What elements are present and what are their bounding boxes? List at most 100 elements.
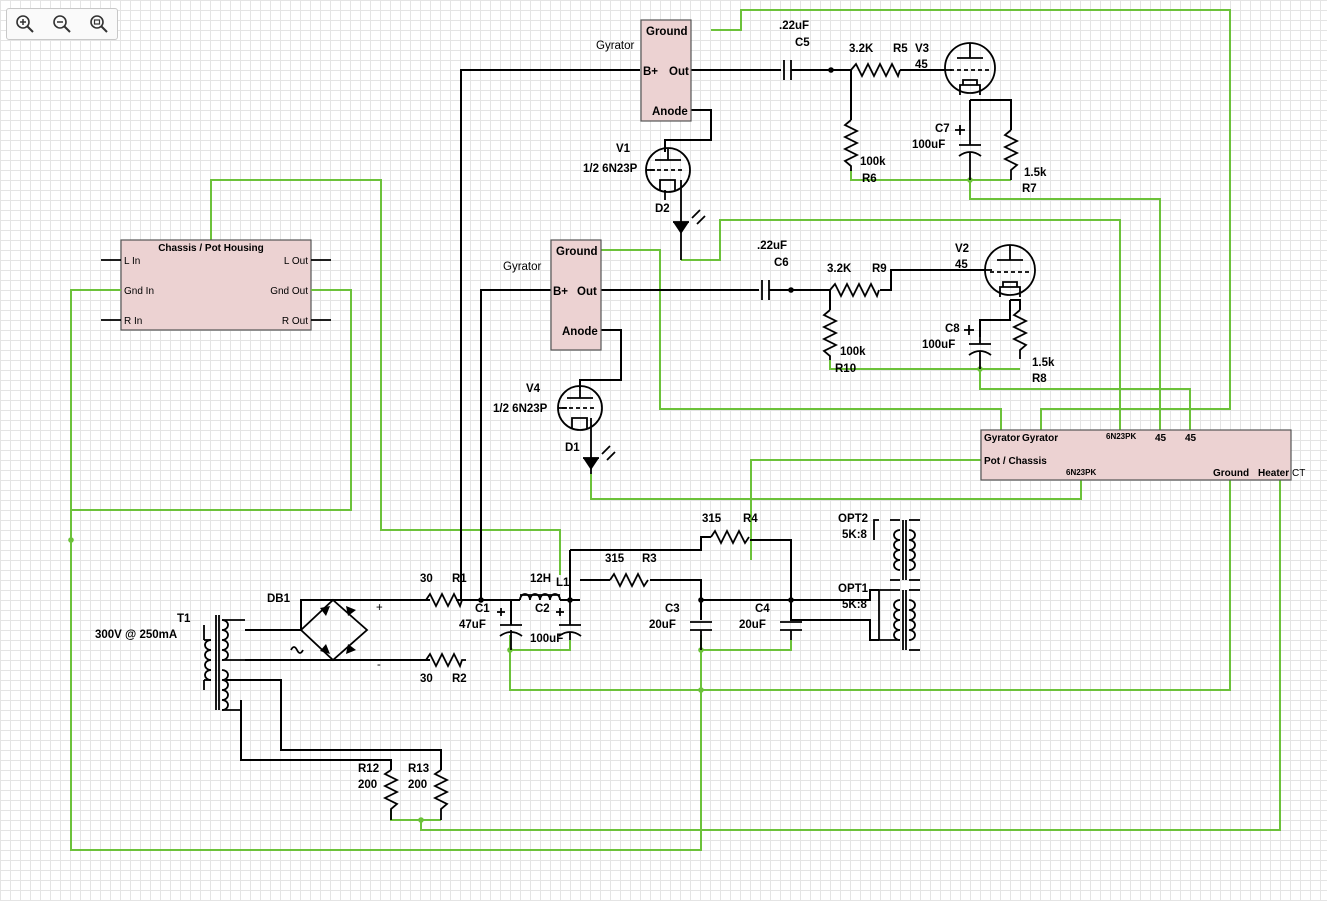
- capacitor-c8: [964, 325, 992, 369]
- zoom-out-button[interactable]: [48, 11, 76, 37]
- label-r9: R9: [872, 263, 887, 275]
- label-opt1: OPT1: [838, 583, 869, 595]
- label-r1: R1: [452, 573, 467, 585]
- connector-gyrator-2: Gyrator: [1022, 433, 1058, 444]
- label-opt2: OPT2: [838, 513, 868, 525]
- label-c5-val: .22uF: [779, 20, 809, 32]
- label-r9-val: 3.2K: [827, 263, 852, 275]
- gyrator2-name: Gyrator: [503, 261, 542, 273]
- label-c7-val: 100uF: [912, 139, 945, 151]
- label-v1: V1: [616, 143, 631, 155]
- resistor-r4: [710, 528, 750, 546]
- connector-pot-chassis: Pot / Chassis: [984, 456, 1047, 467]
- label-v3-type: 45: [915, 59, 928, 71]
- chassis-l-in: L In: [124, 256, 140, 267]
- zoom-fit-icon: [89, 15, 108, 33]
- capacitor-c2: [556, 600, 582, 640]
- chassis-pot-housing-module[interactable]: Chassis / Pot Housing L In Gnd In R In L…: [101, 239, 331, 331]
- zoom-in-button[interactable]: [11, 11, 39, 37]
- label-r4: R4: [743, 513, 758, 525]
- gyrator-module-2[interactable]: Ground B+ Out Anode Gyrator: [503, 239, 602, 351]
- label-v3: V3: [915, 43, 929, 55]
- label-r4-val: 315: [702, 513, 722, 525]
- label-r7: R7: [1022, 183, 1037, 195]
- resistor-r10: [821, 309, 839, 360]
- chassis-gnd-out: Gnd Out: [270, 286, 308, 297]
- label-c1: C1: [475, 603, 490, 615]
- capacitor-c4: [780, 621, 802, 640]
- capacitor-c6: [761, 280, 770, 300]
- ground-wires: [70, 9, 1281, 851]
- label-r1-val: 30: [420, 573, 433, 585]
- label-v1-type: 1/2 6N23P: [583, 163, 638, 175]
- capacitor-c1: [497, 608, 523, 650]
- label-r7-val: 1.5k: [1024, 167, 1047, 179]
- label-c6: C6: [774, 257, 789, 269]
- label-r3: R3: [642, 553, 657, 565]
- connector-ground: Ground: [1213, 468, 1249, 479]
- resistor-r5: [850, 61, 901, 79]
- resistor-r7: [1002, 129, 1020, 180]
- resistor-r1: [425, 591, 463, 609]
- label-opt1-val: 5K:8: [842, 599, 868, 611]
- component-labels: .22uF C5 3.2K R5 V3 45 C7 100uF 100k R6 …: [95, 20, 1055, 791]
- gyrator2-out: Out: [577, 286, 597, 298]
- label-r6: R6: [862, 173, 877, 185]
- capacitor-c7: [955, 120, 982, 180]
- label-v2: V2: [955, 243, 969, 255]
- label-c2: C2: [535, 603, 550, 615]
- zoom-toolbar: [6, 8, 118, 40]
- label-db1: DB1: [267, 593, 291, 605]
- resistor-r12: [382, 769, 400, 820]
- label-c4-val: 20uF: [739, 619, 766, 631]
- connector-heater: Heater: [1258, 468, 1289, 479]
- chassis-title: Chassis / Pot Housing: [158, 243, 264, 254]
- label-c2-val: 100uF: [530, 633, 563, 645]
- label-v4: V4: [526, 383, 541, 395]
- label-c4: C4: [755, 603, 770, 615]
- gyrator-module-1[interactable]: Ground B+ Out Anode Gyrator: [596, 19, 692, 122]
- resistor-r9: [829, 281, 880, 299]
- label-db1-minus: -: [377, 659, 381, 671]
- label-r8: R8: [1032, 373, 1047, 385]
- label-t1-val: 300V @ 250mA: [95, 629, 177, 641]
- label-db1-plus: +: [376, 602, 383, 614]
- gyrator2-ground: Ground: [556, 246, 598, 258]
- label-c8-val: 100uF: [922, 339, 955, 351]
- chassis-l-out: L Out: [284, 256, 308, 267]
- transformer-opt2: [873, 519, 920, 581]
- zoom-out-icon: [53, 15, 71, 33]
- label-c1-val: 47uF: [459, 619, 486, 631]
- connector-tube-top: 6N23PK: [1106, 432, 1136, 441]
- label-t1: T1: [177, 613, 191, 625]
- led-d2: [673, 205, 706, 260]
- tube-v4: [557, 385, 603, 440]
- resistor-r13: [432, 769, 450, 820]
- signal-wires: [226, 69, 1021, 770]
- capacitor-c3: [690, 621, 712, 650]
- chassis-r-in: R In: [124, 316, 142, 327]
- label-r13: R13: [408, 763, 429, 775]
- label-r2-val: 30: [420, 673, 433, 685]
- zoom-fit-button[interactable]: [85, 11, 113, 37]
- tube-v3: [944, 42, 996, 95]
- label-r2: R2: [452, 673, 467, 685]
- resistor-r6: [842, 119, 860, 171]
- connector-module[interactable]: Gyrator Gyrator 6N23PK 45 45 Pot / Chass…: [980, 429, 1305, 481]
- label-l1: L1: [556, 577, 570, 589]
- label-d2: D2: [655, 203, 670, 215]
- tube-v1: [645, 147, 691, 205]
- chassis-r-out: R Out: [282, 316, 308, 327]
- label-r6-val: 100k: [860, 156, 886, 168]
- label-d1: D1: [565, 442, 580, 454]
- connector-gyrator-1: Gyrator: [984, 433, 1020, 444]
- label-opt2-val: 5K:8: [842, 529, 868, 541]
- label-r13-val: 200: [408, 779, 427, 791]
- gyrator1-out: Out: [669, 66, 689, 78]
- transformer-opt1: [878, 589, 920, 651]
- tube-v2: [984, 244, 1036, 297]
- connector-ct: CT: [1292, 468, 1305, 479]
- transformer-t1: [203, 615, 245, 711]
- label-r3-val: 315: [605, 553, 625, 565]
